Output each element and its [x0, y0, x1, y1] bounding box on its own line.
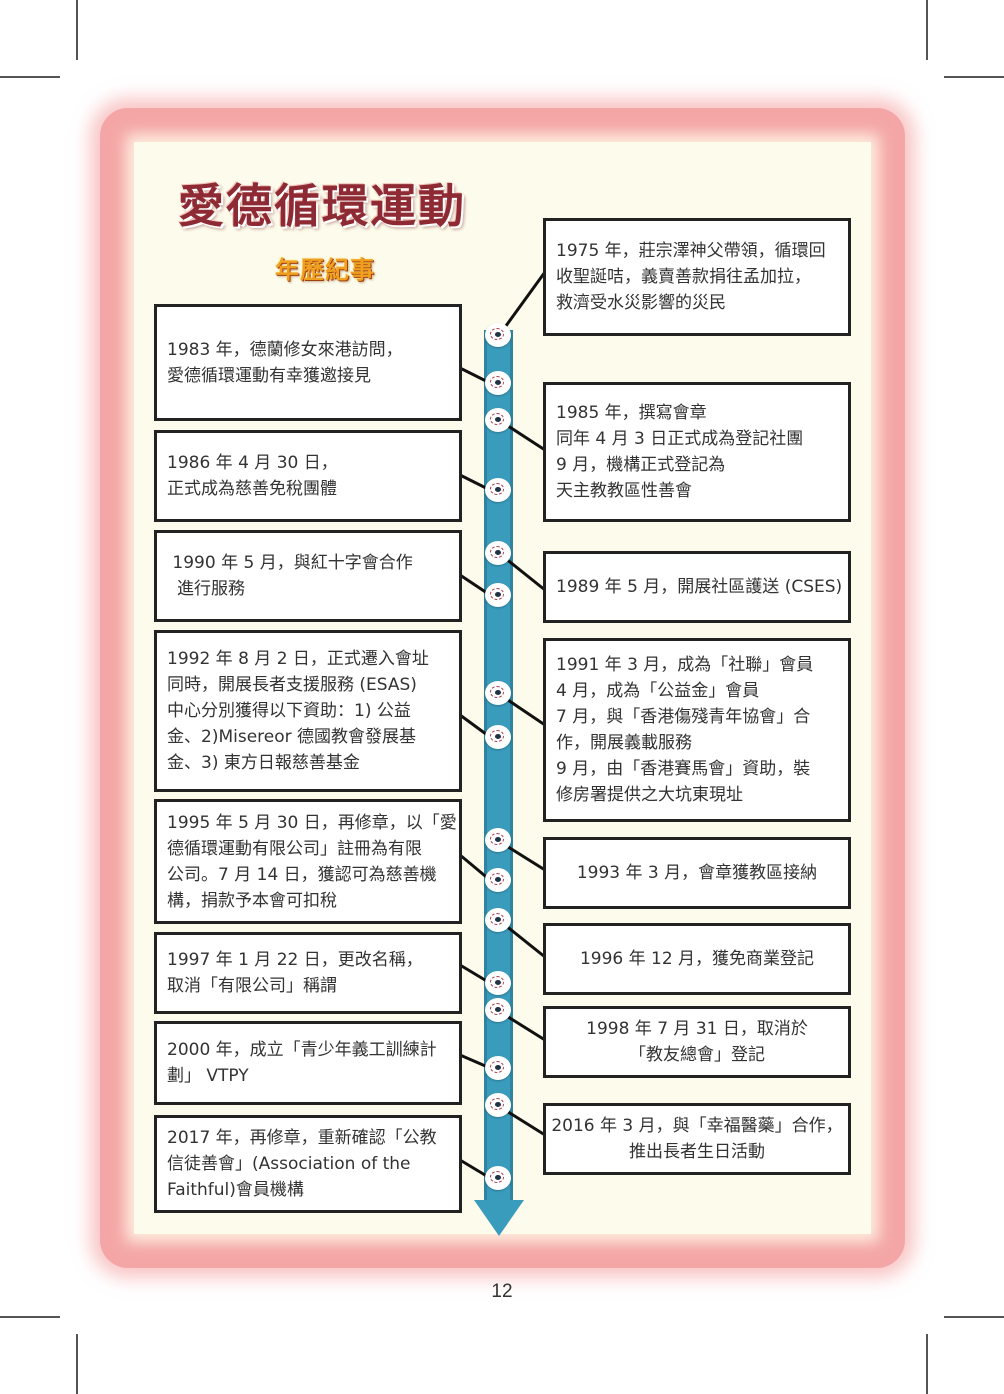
event-text: 修房署提供之大坑東現址: [556, 785, 743, 805]
crop-mark-bottom-right-v: [926, 1334, 928, 1394]
event-text: 救濟受水災影響的災民: [556, 293, 726, 313]
event-text: 金、3) 東方日報慈善基金: [167, 753, 360, 773]
event-text: 中心分別獲得以下資助：1) 公益: [167, 701, 411, 721]
event-text: 1996 年 12 月，獲免商業登記: [579, 949, 815, 969]
event-box-1998: 1998 年 7 月 31 日，取消於 「教友總會」登記: [543, 1006, 851, 1078]
timeline-marker: [485, 541, 511, 565]
event-text: 信徒善會」(Association of the: [167, 1154, 411, 1174]
page-title: 愛德循環運動: [178, 179, 466, 233]
event-text: 2016 年 3 月，與「幸福醫藥」合作，: [551, 1116, 843, 1136]
event-box-1992: 1992 年 8 月 2 日，正式遷入會址 同時，開展長者支援服務 (ESAS)…: [154, 630, 462, 792]
event-text: 1997 年 1 月 22 日，更改名稱，: [167, 950, 423, 970]
timeline-arrow-down-icon: [474, 1200, 524, 1236]
timeline-marker: [485, 828, 511, 852]
timeline-marker: [485, 725, 511, 749]
event-box-1983: 1983 年，德蘭修女來港訪問， 愛德循環運動有幸獲邀接見: [154, 304, 462, 421]
event-text: 作，開展義載服務: [556, 733, 692, 753]
event-text: 天主教教區性善會: [556, 481, 692, 501]
event-text: 1989 年 5 月，開展社區護送 (CSES): [556, 577, 843, 597]
crop-mark-top-right-h: [944, 76, 1004, 78]
timeline-marker: [485, 1056, 511, 1080]
event-text: 收聖誕咭，義賣善款捐往孟加拉，: [556, 267, 811, 287]
page-number: 12: [491, 1281, 513, 1302]
crop-mark-bottom-left-v: [76, 1334, 78, 1394]
event-text: 9 月，由「香港賽馬會」資助，裝: [556, 759, 811, 779]
event-box-1991: 1991 年 3 月，成為「社聯」會員 4 月，成為「公益金」會員 7 月，與「…: [543, 638, 851, 822]
event-text: 同年 4 月 3 日正式成為登記社團: [556, 429, 804, 449]
event-text: 德循環運動有限公司」註冊為有限: [167, 838, 422, 859]
timeline-marker: [485, 371, 511, 395]
crop-mark-top-right-v: [926, 0, 928, 60]
event-box-1995: 1995 年 5 月 30 日，再修章，以「愛 德循環運動有限公司」註冊為有限 …: [154, 799, 462, 924]
crop-mark-top-left-v: [76, 0, 78, 60]
event-text: 2000 年，成立「青少年義工訓練計: [167, 1040, 437, 1060]
page-subtitle: 年歷紀事: [275, 256, 375, 284]
event-box-1993: 1993 年 3 月，會章獲教區接納: [543, 837, 851, 909]
event-text: 推出長者生日活動: [629, 1142, 765, 1162]
event-text: 公司。7 月 14 日，獲認可為慈善機: [167, 864, 437, 885]
event-text: 金、2)Misereor 德國教會發展基: [167, 727, 417, 747]
timeline-marker: [485, 971, 511, 995]
event-text: Faithful)會員機構: [167, 1180, 304, 1200]
event-text: 1986 年 4 月 30 日，: [167, 453, 338, 473]
event-text: 1998 年 7 月 31 日，取消於: [586, 1019, 808, 1039]
event-text: 1991 年 3 月，成為「社聯」會員: [556, 655, 814, 675]
event-text: 2017 年，再修章，重新確認「公教: [167, 1128, 437, 1148]
timeline-marker: [485, 323, 511, 347]
event-box-1997: 1997 年 1 月 22 日，更改名稱， 取消「有限公司」稱謂: [154, 932, 462, 1014]
event-box-1989: 1989 年 5 月，開展社區護送 (CSES): [543, 551, 851, 623]
event-text: 愛德循環運動有幸獲邀接見: [167, 365, 371, 386]
timeline-bar: [484, 330, 513, 1200]
event-box-2000: 2000 年，成立「青少年義工訓練計 劃」 VTPY: [154, 1021, 462, 1105]
crop-mark-bottom-right-h: [944, 1316, 1004, 1318]
event-text: 1985 年，撰寫會章: [556, 403, 707, 423]
event-text: 1983 年，德蘭修女來港訪問，: [167, 339, 403, 360]
event-text: 「教友總會」登記: [629, 1045, 765, 1065]
event-text: 劃」 VTPY: [167, 1066, 249, 1086]
event-text: 1993 年 3 月，會章獲教區接納: [576, 863, 818, 883]
timeline-marker: [485, 583, 511, 607]
event-box-2017: 2017 年，再修章，重新確認「公教 信徒善會」(Association of …: [154, 1115, 462, 1213]
event-text: 取消「有限公司」稱謂: [167, 976, 337, 996]
event-text: 進行服務: [177, 579, 245, 599]
timeline-marker: [485, 408, 511, 432]
event-box-1975: 1975 年，莊宗澤神父帶領，循環回 收聖誕咭，義賣善款捐往孟加拉， 救濟受水災…: [543, 218, 851, 336]
event-text: 1995 年 5 月 30 日，再修章，以「愛: [167, 812, 457, 833]
event-box-1990: 1990 年 5 月，與紅十字會合作 進行服務: [154, 530, 462, 622]
event-text: 7 月，與「香港傷殘青年協會」合: [556, 707, 811, 727]
event-text: 4 月，成為「公益金」會員: [556, 681, 760, 701]
event-text: 1990 年 5 月，與紅十字會合作: [167, 553, 413, 573]
timeline-marker: [485, 681, 511, 705]
event-box-2016: 2016 年 3 月，與「幸福醫藥」合作， 推出長者生日活動: [543, 1103, 851, 1175]
crop-mark-bottom-left-h: [0, 1316, 60, 1318]
timeline-marker: [485, 908, 511, 932]
event-text: 1992 年 8 月 2 日，正式遷入會址: [167, 649, 429, 669]
event-text: 構，捐款予本會可扣稅: [167, 890, 337, 911]
event-text: 正式成為慈善免稅團體: [167, 479, 337, 499]
timeline-marker: [485, 1093, 511, 1117]
timeline-marker: [485, 1166, 511, 1190]
event-text: 9 月，機構正式登記為: [556, 455, 726, 475]
event-box-1986: 1986 年 4 月 30 日， 正式成為慈善免稅團體: [154, 430, 462, 522]
event-box-1985: 1985 年，撰寫會章 同年 4 月 3 日正式成為登記社團 9 月，機構正式登…: [543, 382, 851, 522]
event-text: 同時，開展長者支援服務 (ESAS): [167, 675, 417, 695]
timeline-marker: [485, 998, 511, 1022]
crop-mark-top-left-h: [0, 76, 60, 78]
event-box-1996: 1996 年 12 月，獲免商業登記: [543, 923, 851, 995]
event-text: 1975 年，莊宗澤神父帶領，循環回: [556, 241, 826, 261]
timeline-marker: [485, 868, 511, 892]
timeline-marker: [485, 478, 511, 502]
